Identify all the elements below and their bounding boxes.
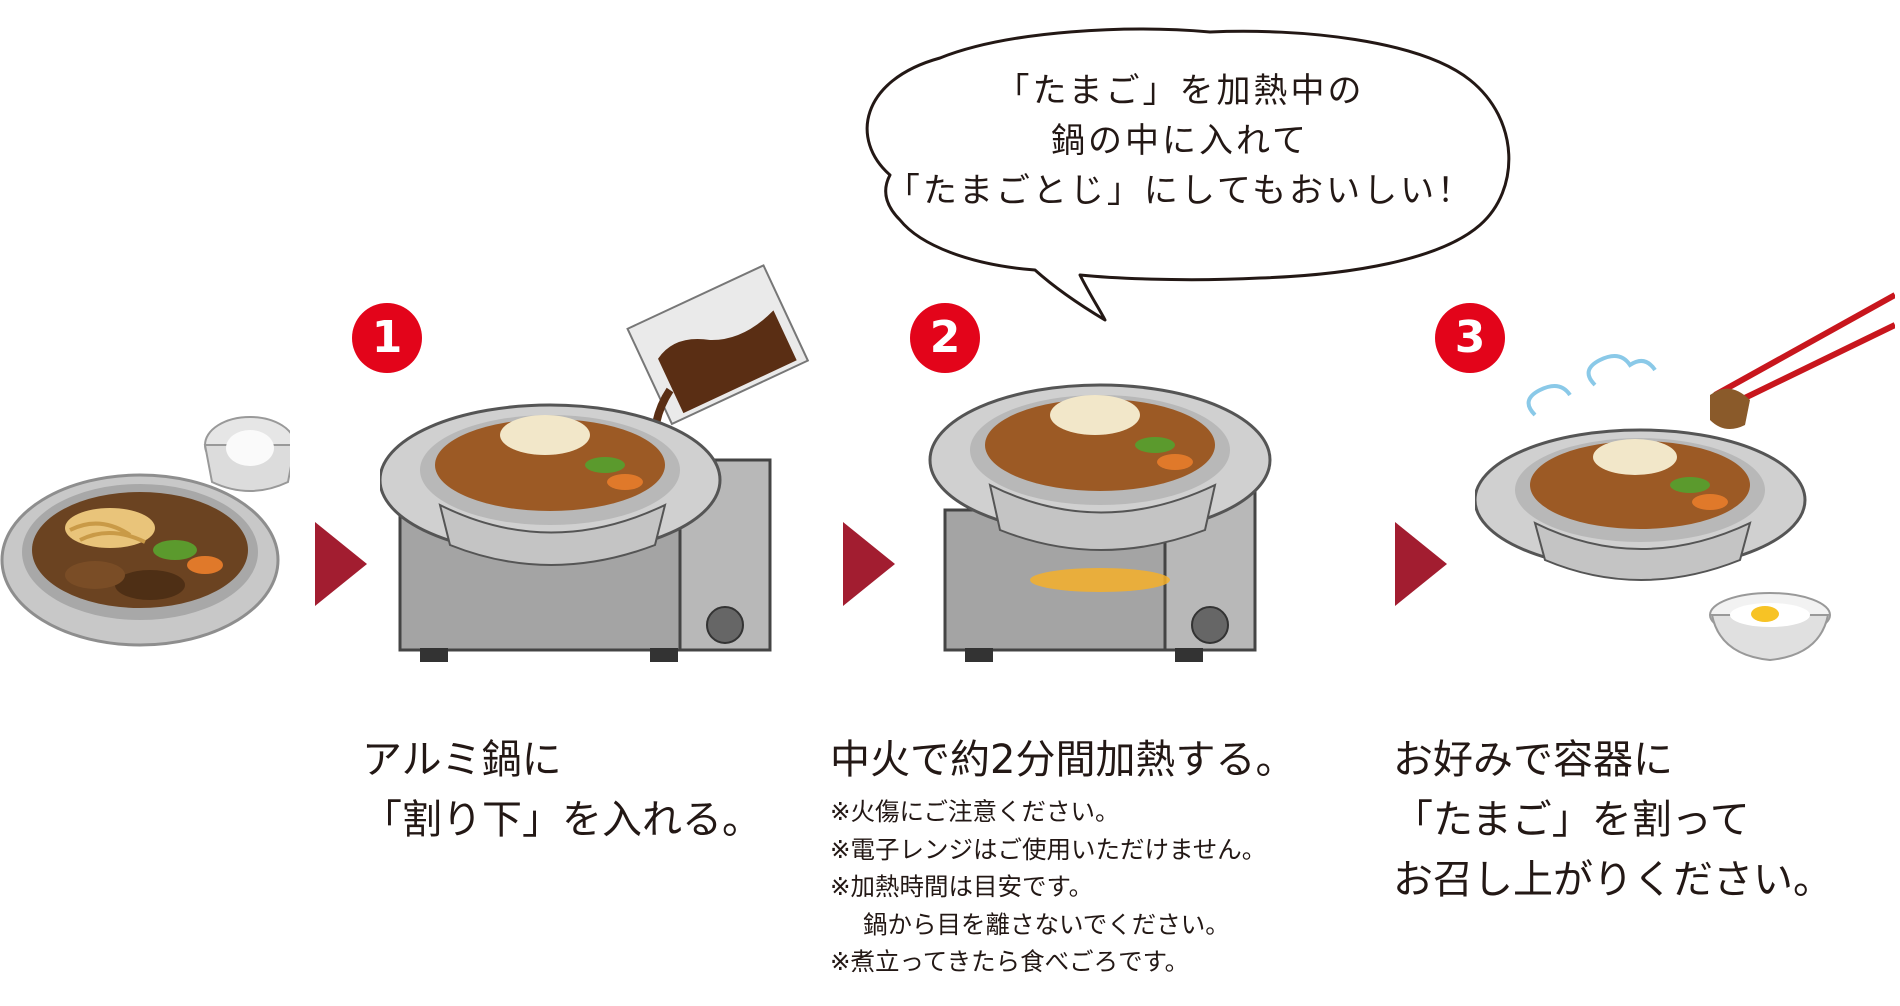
caption-line: 「たまご」を割って bbox=[1393, 797, 1750, 843]
speech-bubble-text: 「たまご」を加熱中の 鍋の中に入れて 「たまごとじ」にしてもおいしい！ bbox=[880, 66, 1480, 216]
step-1-badge: 1 bbox=[352, 303, 422, 373]
next-arrow-icon bbox=[843, 522, 895, 606]
egg-over-pot-icon bbox=[1475, 285, 1895, 665]
note-line: ※加熱時間は目安です。 bbox=[830, 872, 1094, 901]
note-line: 鍋から目を離さないでください。 bbox=[863, 909, 1230, 939]
caption-line: 「割り下」を入れる。 bbox=[362, 797, 762, 843]
next-arrow-icon bbox=[315, 522, 367, 606]
step-1-caption: アルミ鍋に 「割り下」を入れる。 bbox=[362, 730, 762, 850]
caption-line: 中火で約2分間加熱する。 bbox=[830, 737, 1296, 783]
bubble-line: 鍋の中に入れて bbox=[1051, 121, 1309, 161]
next-arrow-icon bbox=[1395, 522, 1447, 606]
note-line: ※火傷にご注意ください。 bbox=[830, 797, 1120, 826]
step-2-notes: ※火傷にご注意ください。 ※電子レンジはご使用いただけません。 ※加熱時間は目安… bbox=[830, 793, 1266, 981]
bubble-line: 「たまご」を加熱中の bbox=[995, 71, 1365, 111]
udon-tray-with-egg-cup-icon bbox=[0, 400, 290, 670]
pour-sauce-on-stove-icon bbox=[380, 260, 820, 680]
bubble-line: 「たまごとじ」にしてもおいしい！ bbox=[885, 171, 1475, 211]
step-2-caption: 中火で約2分間加熱する。 bbox=[830, 730, 1295, 790]
speech-bubble bbox=[865, 27, 1511, 322]
caption-line: アルミ鍋に bbox=[362, 737, 562, 783]
step-3-badge: 3 bbox=[1435, 303, 1505, 373]
caption-line: お好みで容器に bbox=[1393, 737, 1673, 783]
step-2-badge: 2 bbox=[910, 303, 980, 373]
note-line: ※電子レンジはご使用いただけません。 bbox=[830, 834, 1267, 864]
note-line: ※煮立ってきたら食べごろです。 bbox=[830, 947, 1190, 976]
heating-pot-on-stove-icon bbox=[925, 370, 1325, 680]
caption-line: お召し上がりください。 bbox=[1393, 857, 1833, 903]
step-3-caption: お好みで容器に 「たまご」を割って お召し上がりください。 bbox=[1393, 730, 1833, 910]
